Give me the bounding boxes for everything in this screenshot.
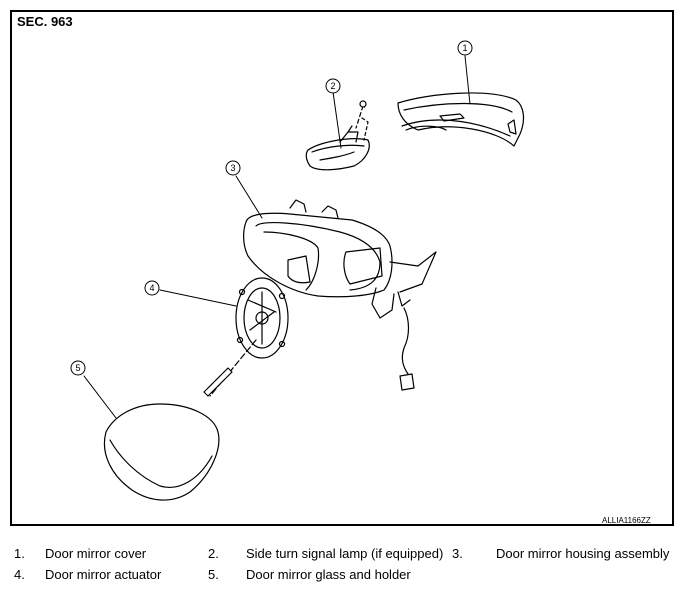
callout-2: 2: [330, 81, 335, 91]
callout-1: 1: [462, 43, 467, 53]
callout-circles: [70, 40, 473, 376]
side-turn-signal-lamp-part: [305, 100, 370, 171]
legend-num-2: 2.: [208, 546, 219, 561]
legend-num-1: 1.: [14, 546, 25, 561]
legend-label-2: Side turn signal lamp (if equipped): [246, 546, 444, 561]
legend-label-3: Door mirror housing assembly: [496, 546, 670, 561]
callout-3: 3: [230, 163, 235, 173]
door-mirror-housing-part: [243, 199, 437, 391]
section-label: SEC. 963: [17, 14, 73, 29]
legend-label-4: Door mirror actuator: [45, 567, 162, 582]
callout-leaders: [83, 55, 471, 419]
callout-5: 5: [75, 363, 80, 373]
diagram-frame: [10, 10, 674, 526]
callout-4: 4: [149, 283, 154, 293]
legend-num-5: 5.: [208, 567, 219, 582]
door-mirror-cover-part: [397, 92, 525, 147]
door-mirror-actuator-part: [203, 277, 289, 397]
illustration-code: ALLIA1166ZZ: [602, 516, 651, 525]
legend-label-5: Door mirror glass and holder: [246, 567, 411, 582]
legend-num-3: 3.: [452, 546, 463, 561]
door-mirror-glass-part: [103, 403, 220, 501]
legend-num-4: 4.: [14, 567, 25, 582]
legend-label-1: Door mirror cover: [45, 546, 147, 561]
